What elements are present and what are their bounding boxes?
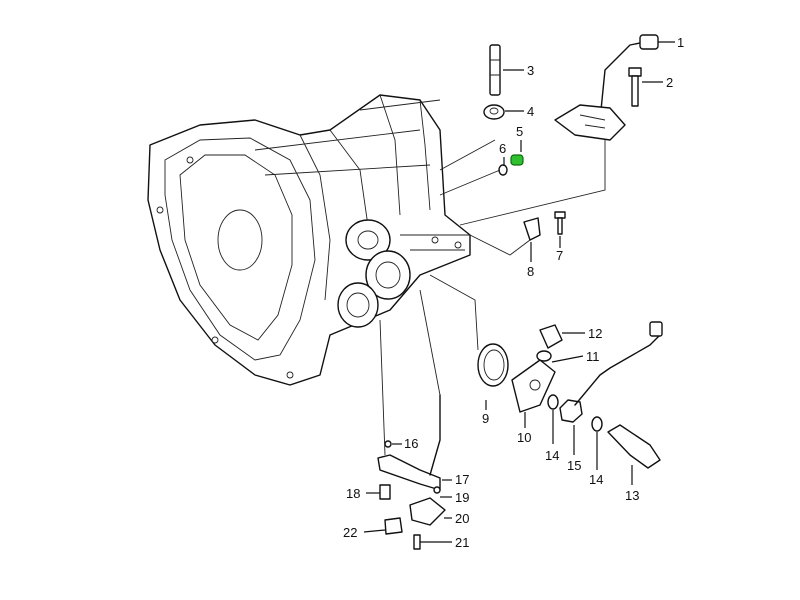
callout-18[interactable]: 18: [346, 486, 360, 501]
callout-6[interactable]: 6: [499, 141, 506, 156]
callouts: 1 2 3 4 5 6 7 8 9 10 11 12 13 14 15 14 1…: [343, 35, 684, 550]
callout-5[interactable]: 5: [516, 124, 523, 139]
callout-10[interactable]: 10: [517, 430, 531, 445]
callout-14-b[interactable]: 14: [589, 472, 603, 487]
part-13-union[interactable]: [607, 424, 661, 469]
callout-12[interactable]: 12: [588, 326, 602, 341]
transmission-housing[interactable]: [147, 94, 471, 386]
callout-3[interactable]: 3: [527, 63, 534, 78]
callout-2[interactable]: 2: [666, 75, 673, 90]
part-5-plug-highlighted[interactable]: [510, 154, 524, 166]
part-15-nut[interactable]: [559, 399, 583, 423]
part-10-cover[interactable]: [511, 359, 556, 413]
callout-7[interactable]: 7: [556, 248, 563, 263]
part-7-bolt[interactable]: [554, 211, 566, 235]
part-8-clip[interactable]: [523, 217, 541, 241]
callout-22[interactable]: 22: [343, 525, 357, 540]
part-14-washer-2[interactable]: [591, 416, 603, 432]
part-1-sensor-lever[interactable]: [554, 34, 659, 141]
callout-19[interactable]: 19: [455, 490, 469, 505]
callout-9[interactable]: 9: [482, 411, 489, 426]
callout-20[interactable]: 20: [455, 511, 469, 526]
callout-8[interactable]: 8: [527, 264, 534, 279]
callout-17[interactable]: 17: [455, 472, 469, 487]
callout-13[interactable]: 13: [625, 488, 639, 503]
oil-pipe[interactable]: [574, 334, 661, 406]
callout-14-a[interactable]: 14: [545, 448, 559, 463]
part-3-shaft[interactable]: [489, 44, 501, 96]
part-11-washer[interactable]: [536, 350, 552, 362]
leader-lines: [363, 41, 675, 543]
part-14-washer[interactable]: [547, 394, 559, 410]
callout-16[interactable]: 16: [404, 436, 418, 451]
part-2-bolt[interactable]: [628, 67, 642, 107]
callout-15[interactable]: 15: [567, 458, 581, 473]
callout-4[interactable]: 4: [527, 104, 534, 119]
part-9-seal[interactable]: [477, 343, 509, 387]
shift-linkage[interactable]: [377, 394, 446, 550]
part-12-fitting[interactable]: [539, 324, 563, 349]
callout-11[interactable]: 11: [586, 349, 600, 364]
callout-1[interactable]: 1: [677, 35, 684, 50]
callout-21[interactable]: 21: [455, 535, 469, 550]
part-6-o-ring[interactable]: [498, 164, 508, 176]
part-4-seal[interactable]: [483, 104, 505, 120]
